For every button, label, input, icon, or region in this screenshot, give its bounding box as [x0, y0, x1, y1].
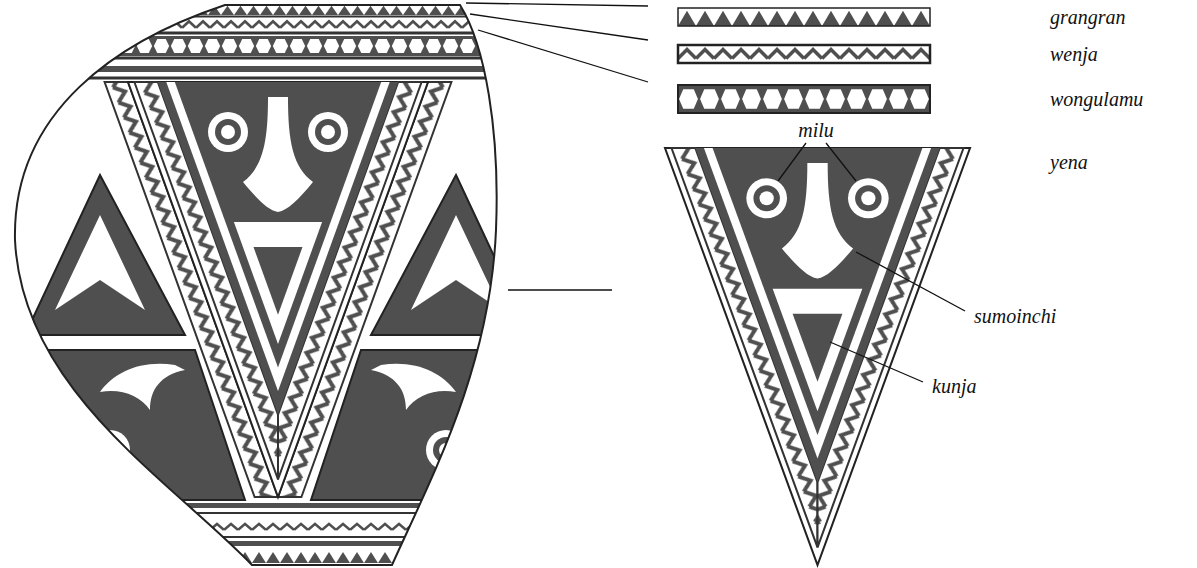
pot-decoration [0, 0, 541, 568]
pot-outline [15, 5, 497, 565]
part-label: wenja [1048, 43, 1100, 66]
part-label: yena [1048, 151, 1090, 174]
yena-detail [665, 148, 970, 565]
leader-lines [466, 3, 965, 382]
band-samples [678, 8, 930, 113]
part-label: kunja [930, 375, 978, 398]
part-label: milu [796, 119, 836, 142]
part-label: grangran [1048, 6, 1128, 29]
part-label: sumoinchi [972, 305, 1058, 328]
part-label: wongulamu [1048, 88, 1145, 111]
